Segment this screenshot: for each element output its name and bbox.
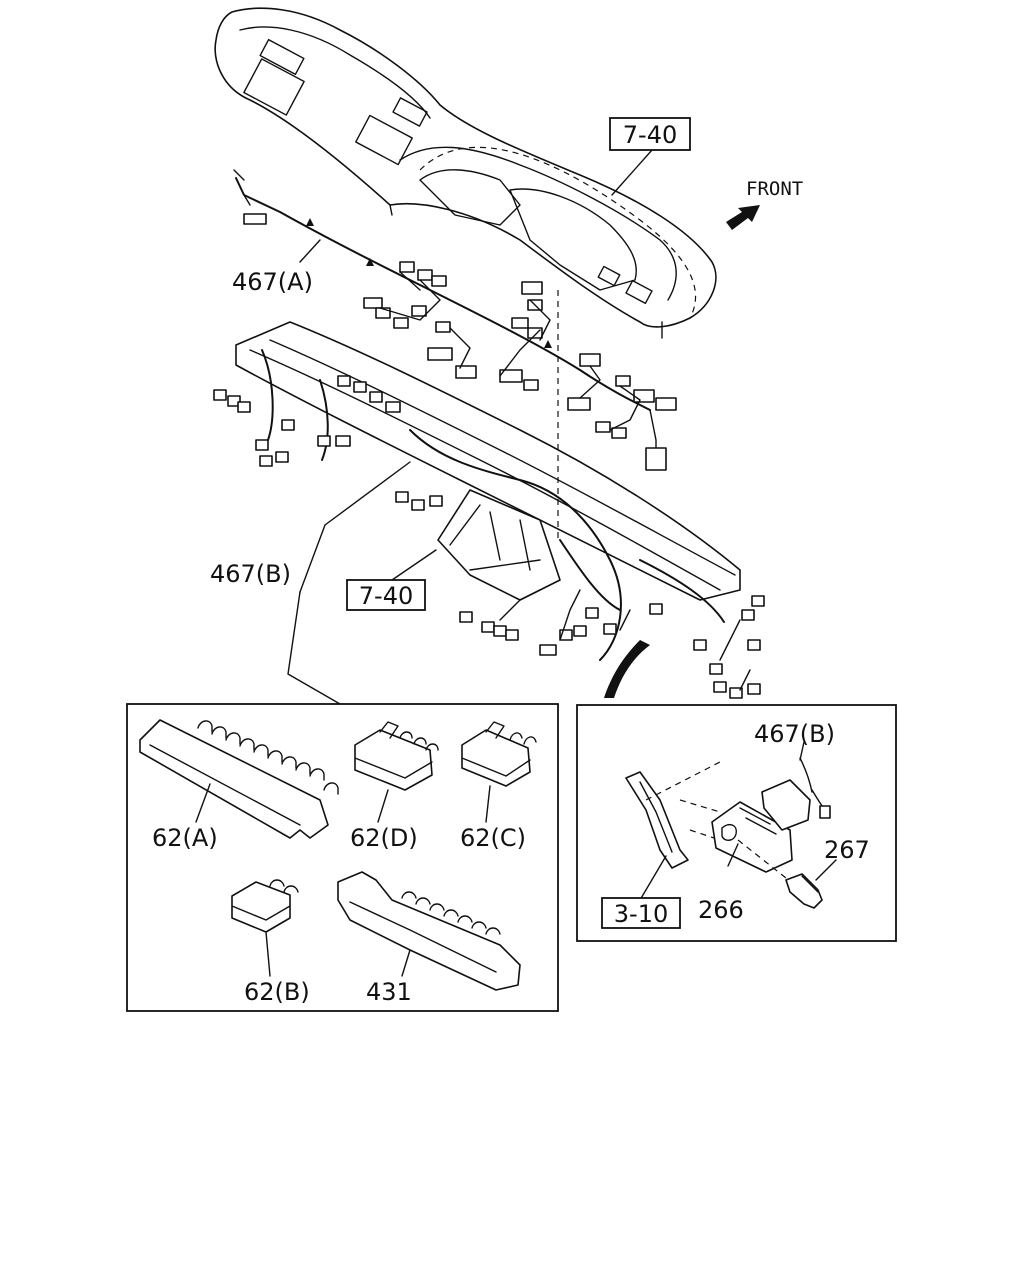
part-266-label: 266: [698, 896, 744, 924]
harness-467a: [233, 169, 677, 471]
part-62c-label: 62(C): [460, 824, 526, 852]
ref-mid-label: 7-40: [359, 582, 413, 610]
part-62c-relay: [461, 721, 537, 823]
detail-box-bracket: [576, 704, 897, 942]
front-indicator: FRONT: [726, 178, 803, 230]
bracket-assembly: [625, 741, 837, 909]
ref-top-label: 7-40: [623, 121, 677, 149]
part-62d-relay: [354, 721, 439, 823]
harness-467b-assembly: [213, 290, 765, 699]
part-62b-relay: [231, 879, 299, 977]
instrument-panel: [214, 7, 717, 339]
ref-box-mid: 7-40: [346, 549, 437, 611]
detail-box-fuses: [126, 703, 559, 1012]
part-431-fuse-holder: [337, 871, 521, 991]
ref-310-label: 3-10: [614, 900, 668, 928]
ref-box-310: 3-10: [601, 897, 681, 929]
part-267-label: 267: [824, 836, 870, 864]
harness-b-label: 467(B): [210, 560, 291, 588]
front-label: FRONT: [746, 178, 803, 200]
callout-pointer-icon: [604, 640, 650, 698]
detail-467b-label: 467(B): [754, 720, 835, 748]
part-431-label: 431: [366, 978, 412, 1006]
part-62d-label: 62(D): [350, 824, 418, 852]
part-62b-label: 62(B): [244, 978, 310, 1006]
part-62a-label: 62(A): [152, 824, 218, 852]
ref-box-top: 7-40: [609, 117, 691, 196]
harness-a-label: 467(A): [232, 268, 313, 296]
part-62a-fuse-block: [139, 719, 339, 839]
front-arrow-icon: [726, 205, 760, 230]
